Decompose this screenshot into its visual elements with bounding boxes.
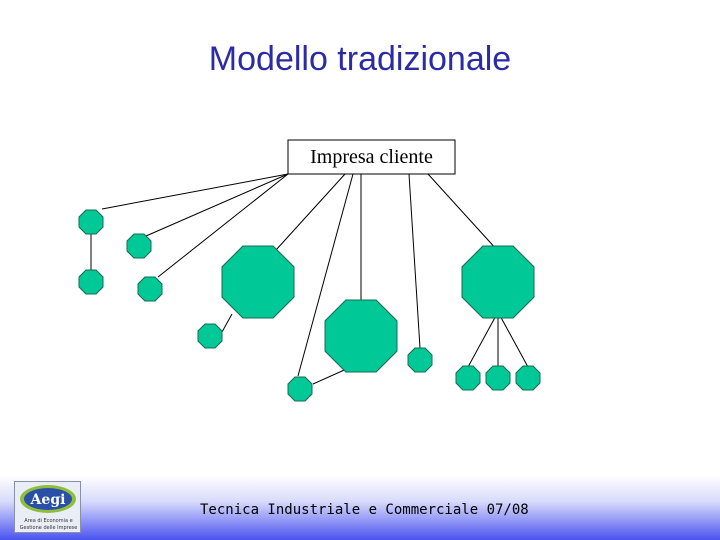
aegi-logo-mark: Aegi — [20, 485, 76, 513]
small-octagon-node — [78, 209, 104, 235]
small-octagon-node — [78, 269, 104, 295]
connector-line — [101, 173, 289, 210]
logo-line-1: Area di Economia e — [24, 518, 73, 524]
slide-title: Modello tradizionale — [208, 40, 512, 78]
aegi-logo-text: Aegi — [30, 492, 66, 508]
connector-line — [221, 313, 233, 333]
aegi-logo: Aegi Area di Economia e Gestione delle I… — [14, 481, 81, 533]
connector-line — [497, 311, 529, 368]
logo-line-2: Gestione delle Imprese — [19, 525, 78, 531]
small-octagon-node — [455, 365, 481, 391]
connector-line — [145, 173, 289, 237]
small-octagon-node — [407, 347, 433, 373]
large-octagon-node — [221, 245, 295, 319]
small-octagon-node — [485, 365, 511, 391]
connector-line — [297, 173, 354, 377]
large-octagon-node — [324, 299, 398, 373]
small-octagon-node — [197, 323, 223, 349]
small-octagon-node — [515, 365, 541, 391]
small-octagon-node — [287, 376, 313, 402]
connector-line — [275, 173, 346, 251]
small-octagon-node — [137, 276, 163, 302]
root-node-label: Impresa cliente — [310, 146, 433, 168]
connector-line — [467, 311, 499, 368]
footer-band — [0, 475, 720, 540]
connector-line — [427, 173, 499, 252]
large-octagon-node — [461, 245, 535, 319]
root-node-box — [287, 139, 456, 175]
connector-line — [157, 173, 289, 278]
small-octagon-node — [126, 233, 152, 259]
footer-text: Tecnica Industriale e Commerciale 07/08 — [200, 502, 529, 518]
connector-line — [408, 173, 421, 349]
child-nodes — [78, 209, 541, 402]
